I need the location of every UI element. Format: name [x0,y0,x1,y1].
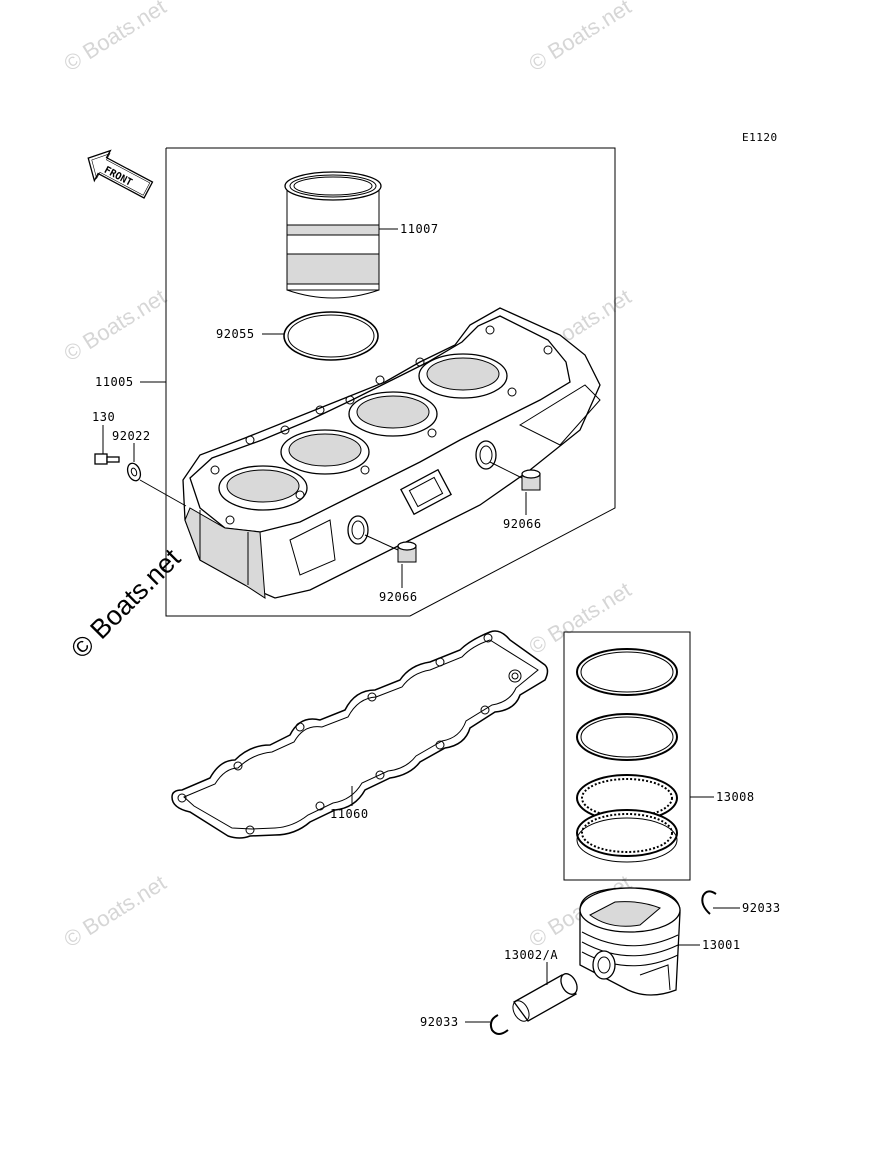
leader-line [489,461,523,479]
part-label-92066: 92066 [379,590,418,604]
cylinder-sleeve [284,171,382,299]
leader-line [364,534,399,551]
part-label-11005: 11005 [95,375,134,389]
part-label-92055: 92055 [216,327,255,341]
leader-line [139,479,187,507]
piston-rings-frame [563,631,691,881]
base-gasket [171,630,549,839]
part-label-130: 130 [92,410,115,424]
part-label-13008: 13008 [716,790,755,804]
piston [579,887,681,996]
part-label-92066: 92066 [503,517,542,531]
part-label-13001: 13001 [702,938,741,952]
piston-pin [512,973,578,1022]
plug [397,541,417,563]
watermark-text: © Boats.net [524,577,635,659]
washer [126,462,142,482]
part-label-11007: 11007 [400,222,439,236]
part-label-92022: 92022 [112,429,151,443]
circlip [489,1014,509,1035]
part-label-92033: 92033 [420,1015,459,1029]
part-label-92033: 92033 [742,901,781,915]
watermark-text: © Boats.net [65,543,187,665]
cylinder-group-frame [165,147,616,617]
o-ring [283,311,379,361]
bolt [94,453,120,465]
watermark-text: © Boats.net [524,0,635,76]
watermark-text: © Boats.net [59,284,170,366]
circlip [701,890,717,915]
cylinder-block [182,307,601,599]
part-label-13002-a: 13002/A [504,948,558,962]
diagram-code: E1120 [742,131,778,144]
watermark-text: © Boats.net [59,0,170,76]
watermark-text: © Boats.net [59,870,170,952]
plug [521,469,541,491]
part-label-11060: 11060 [330,807,369,821]
piston-rings [576,648,678,863]
front-arrow-icon: FRONT [87,149,154,199]
